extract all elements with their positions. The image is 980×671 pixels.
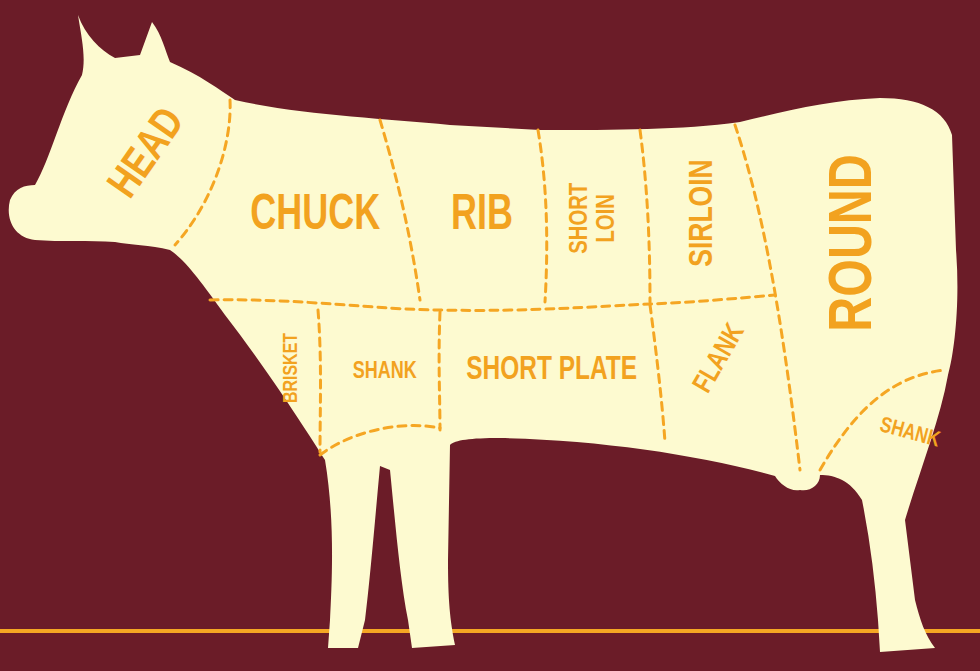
cow-silhouette xyxy=(9,15,958,652)
cut-label: SHORT LOIN xyxy=(565,183,620,254)
ground-line xyxy=(0,629,980,633)
cut-label: ROUND xyxy=(819,154,881,331)
cut-label: SHANK xyxy=(353,358,417,382)
cut-lines xyxy=(175,100,945,470)
cut-label: FLANK xyxy=(687,319,748,397)
cut-label: CHUCK xyxy=(250,187,380,237)
cut-label: BRISKET xyxy=(280,333,300,403)
cut-label: SHORT PLATE xyxy=(467,350,638,384)
cut-label: HEAD xyxy=(99,100,191,205)
cut-label: SHANK xyxy=(878,413,943,450)
cut-label: SIRLOIN xyxy=(683,159,717,267)
cut-label: RIB xyxy=(451,187,513,237)
